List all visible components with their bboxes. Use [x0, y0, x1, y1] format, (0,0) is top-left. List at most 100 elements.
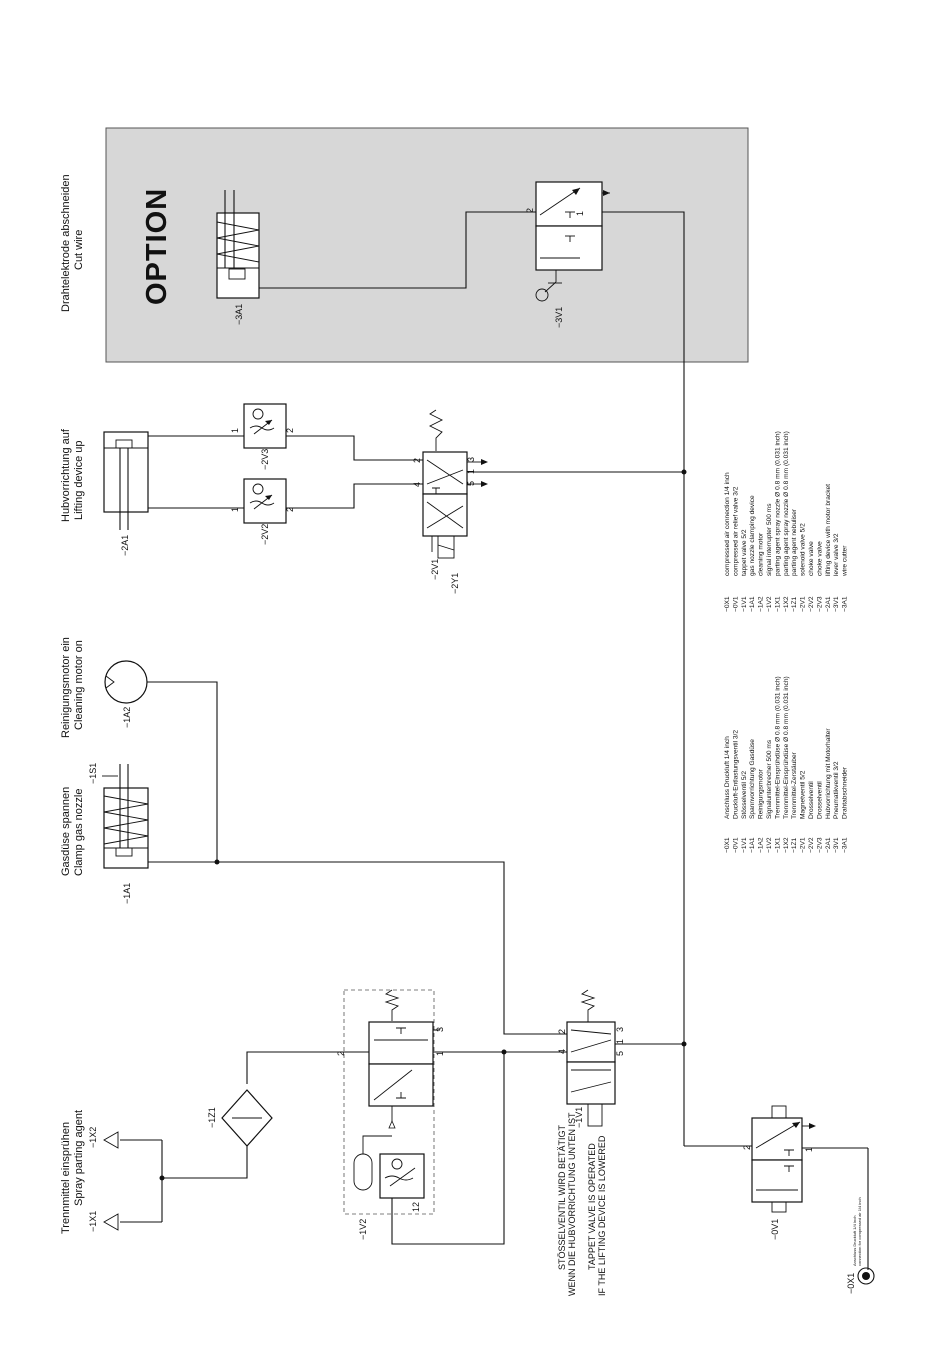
title-s1-de: Trennmittel einsprühen	[60, 1122, 72, 1234]
port-2: 2	[742, 1145, 752, 1150]
tag-1A1: −1A1	[122, 883, 132, 904]
option-label: OPTION	[141, 188, 173, 305]
tag-2V3: −2V3	[260, 449, 270, 470]
tag-1S1: −1S1	[88, 763, 98, 784]
legend-code: −1X2	[783, 837, 790, 853]
legend-text: Pneumatikventil 3/2	[833, 761, 840, 819]
legend-text: tappet valve 5/2	[741, 529, 748, 576]
port-1: 1	[230, 428, 240, 433]
tag-3V1: −3V1	[554, 307, 564, 328]
port-2: 2	[336, 1051, 346, 1056]
legend-code: −2A1	[825, 596, 832, 612]
tag-1X1: −1X1	[88, 1211, 98, 1232]
title-s1-en: Spray parting agent	[73, 1110, 85, 1206]
tag-0X1: −0X1	[846, 1273, 856, 1294]
legend-code: −2V2	[808, 837, 815, 853]
solenoid-valve-5-2	[422, 409, 488, 559]
legend-code: −1Z1	[791, 596, 798, 612]
port-4: 4	[412, 482, 422, 487]
legend-text: lifting device with motor bracket	[825, 484, 832, 576]
legend-text: compressed air relief valve 3/2	[732, 486, 739, 576]
port-1: 1	[804, 1147, 814, 1152]
legend-text: Trennmittel-Einsprühdüse Ø 0.8 mm (0.031…	[774, 676, 781, 819]
legend-text: parting agent nebuliser	[791, 508, 798, 576]
legend-code: −2V1	[800, 596, 807, 612]
clamp-cylinder	[103, 764, 149, 869]
tag-1V1: −1V1	[574, 1107, 584, 1128]
legend-text: Druckluft-Entlastungsventil 3/2	[732, 730, 739, 819]
legend-text: cleaning motor	[758, 532, 765, 576]
tag-1V2: −1V2	[358, 1219, 368, 1240]
port-2: 2	[285, 507, 295, 512]
title-s3-de: Reinigungsmotor ein	[60, 637, 72, 738]
choke-valve-2v2	[243, 478, 287, 524]
legend-code: −2V3	[816, 837, 823, 853]
tag-3A1: −3A1	[234, 304, 244, 325]
legend-code: −2V2	[808, 596, 815, 612]
tag-1Z1: −1Z1	[207, 1107, 217, 1128]
legend-code: −1A1	[749, 596, 756, 612]
legend-code: −1X2	[783, 596, 790, 612]
legend-text: Drahtabschneider	[842, 766, 849, 819]
legend-text: parting agent spray nozzle Ø 0.8 mm (0.0…	[783, 431, 790, 576]
port-2: 2	[525, 208, 535, 213]
note-en-1: TAPPET VALVE IS OPERATED	[587, 1143, 597, 1270]
tag-2V2: −2V2	[260, 524, 270, 545]
legend-code: −1V1	[741, 837, 748, 853]
legend-code: −1A2	[758, 837, 765, 853]
legend-text: parting agent spray nozzle Ø 0.8 mm (0.0…	[774, 431, 781, 576]
option-area	[105, 127, 749, 363]
legend-text: Signalunterbrecher 500 ms	[766, 739, 773, 819]
legend-text: Hubvorrichtung mit Motorhalter	[825, 728, 832, 819]
port-3: 3	[466, 457, 476, 462]
legend-code: −1X1	[774, 596, 781, 612]
legend-text: gas nozzle clamping device	[749, 495, 756, 576]
cleaning-motor	[104, 660, 148, 704]
compressed-air-connection	[857, 1267, 875, 1285]
title-s2-en: Clamp gas nozzle	[73, 789, 85, 876]
legend-code: −1A2	[758, 596, 765, 612]
legend-text: Trennmittel-Einsprühdüse Ø 0.8 mm (0.031…	[783, 676, 790, 819]
note-de-1: STÖSSELVENTIL WIRD BETÄTIGT	[557, 1124, 567, 1270]
legend-code: −1V1	[741, 596, 748, 612]
supply-note-2: connection for compressed air 1/4 inch	[857, 1197, 862, 1266]
legend-code: −2A1	[825, 837, 832, 853]
legend-code: −1X1	[774, 837, 781, 853]
legend-text: Anschluss Druckluft 1/4 inch	[724, 736, 731, 819]
legend-code: −1Z1	[791, 837, 798, 853]
title-s5-en: Cut wire	[73, 230, 85, 270]
signal-interrupter	[353, 989, 434, 1199]
tag-2Y1: −2Y1	[450, 573, 460, 594]
parting-agent-nebuliser	[221, 1089, 273, 1147]
legend-code: −3V1	[833, 596, 840, 612]
legend-code: −3A1	[842, 837, 849, 853]
tag-1A2: −1A2	[122, 707, 132, 728]
legend-code: −1A1	[749, 837, 756, 853]
legend-text: Drosselventil	[808, 781, 815, 819]
wire-cutter-cylinder	[216, 190, 260, 299]
port-1: 1	[575, 211, 585, 216]
note-de-2: WENN DIE HUBVORRICHTUNG UNTEN IST	[567, 1112, 577, 1296]
note-en-2: IF THE LIFTING DEVICE IS LOWERED	[597, 1135, 607, 1296]
legend-text: Drosselventil	[816, 781, 823, 819]
legend-code: −0V1	[732, 837, 739, 853]
title-s4-de: Hubvorrichtung auf	[60, 428, 72, 522]
port-12: 12	[411, 1202, 421, 1212]
legend-text: wire cutter	[842, 545, 849, 577]
tag-0V1: −0V1	[770, 1219, 780, 1240]
legend-text: choke valve	[816, 541, 823, 576]
legend-text: compressed air connection 1/4 inch	[724, 472, 731, 576]
legend-text: signal interrupter 500 ms	[766, 503, 773, 576]
legend-text: Trennmittel-Zerstäuber	[791, 751, 798, 819]
supply-note-1: Anschluss Druckluft 1/4 Inch	[852, 1216, 857, 1266]
legend-code: −2V3	[816, 596, 823, 612]
legend-code: −0X1	[724, 837, 731, 853]
port-1: 1	[615, 1039, 625, 1044]
tag-1X2: −1X2	[88, 1127, 98, 1148]
signal-interrupter-boundary	[343, 989, 435, 1215]
title-s3-en: Cleaning motor on	[73, 640, 85, 730]
port-3: 3	[615, 1027, 625, 1032]
port-5: 5	[615, 1051, 625, 1056]
